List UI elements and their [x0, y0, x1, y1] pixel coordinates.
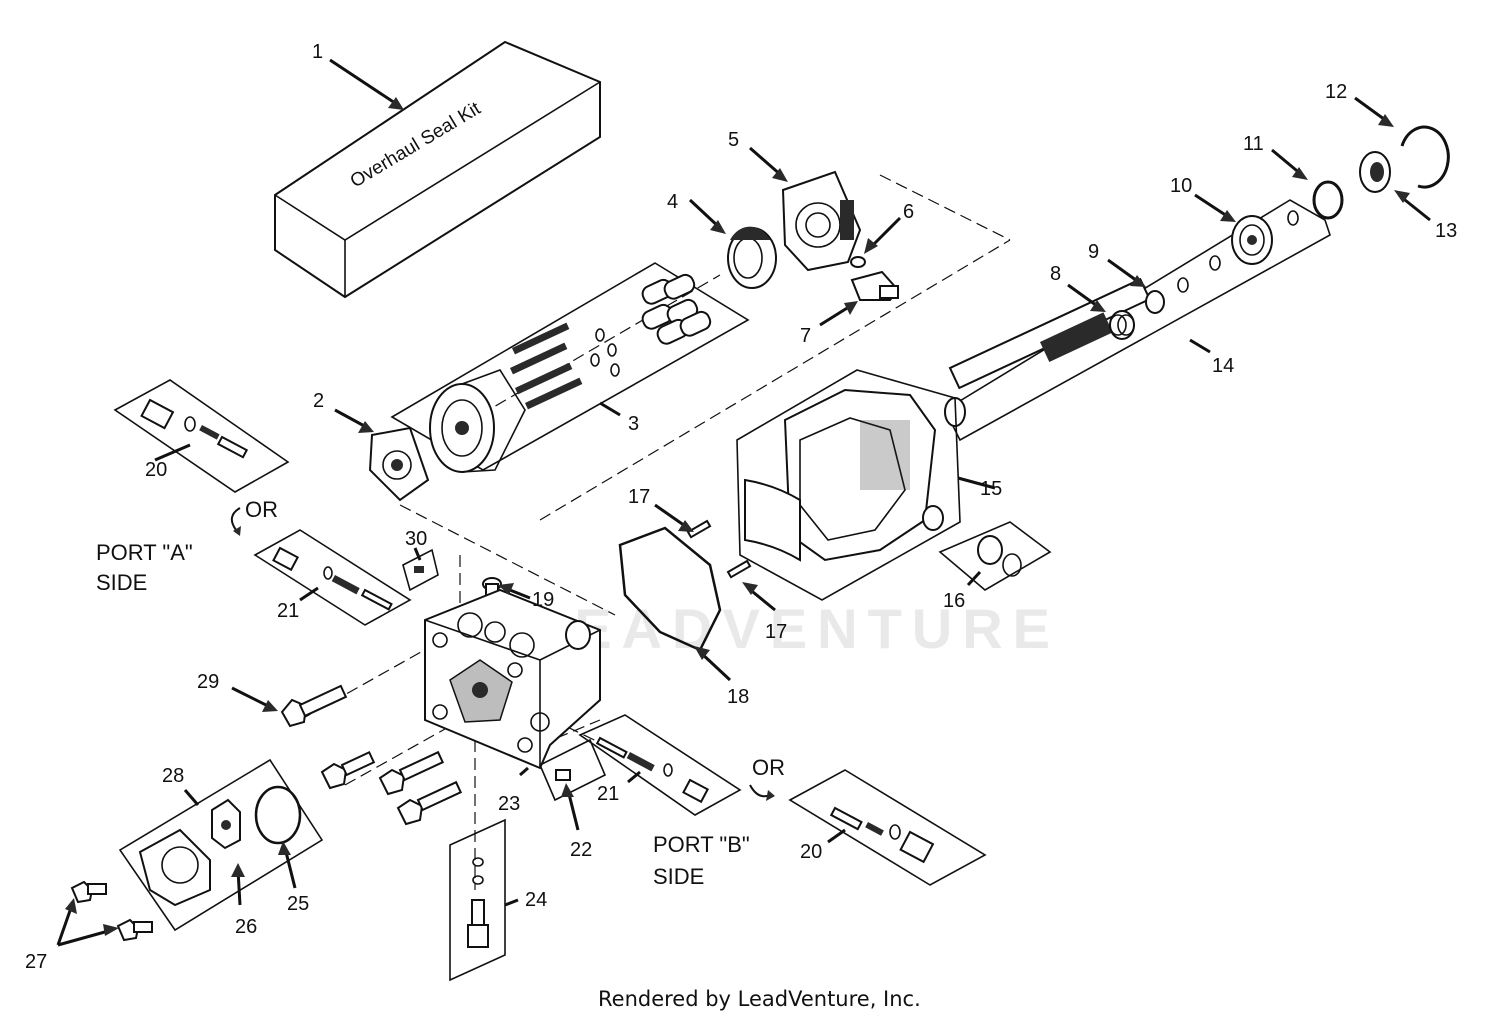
callout-17a[interactable]: 17 [628, 486, 650, 508]
callout-14[interactable]: 14 [1212, 355, 1234, 377]
bypass-valve-24[interactable] [449, 818, 506, 982]
callout-labels: 1 2 3 4 5 6 7 8 9 10 11 12 13 14 15 16 1… [25, 41, 1457, 973]
seal-kit-16[interactable] [938, 521, 1052, 591]
side-labels: OR PORT "A" SIDE OR PORT "B" SIDE [96, 497, 785, 889]
callout-30[interactable]: 30 [405, 528, 427, 550]
callout-18[interactable]: 18 [727, 686, 749, 708]
dowel-pins-17[interactable] [686, 519, 752, 579]
footer-credit: Rendered by LeadVenture, Inc. [598, 987, 921, 1011]
watermark: LEADVENTURE [530, 597, 1060, 660]
screws-27[interactable] [70, 880, 153, 942]
callout-21b[interactable]: 21 [597, 783, 619, 805]
bearing-4[interactable] [727, 226, 777, 289]
relief-valve-kit-21-port-b[interactable] [578, 714, 742, 816]
callout-21a[interactable]: 21 [277, 600, 299, 622]
callout-20b[interactable]: 20 [800, 841, 822, 863]
or-arrow-port-b [749, 784, 775, 801]
callout-13[interactable]: 13 [1435, 220, 1457, 242]
callout-2[interactable]: 2 [313, 390, 324, 412]
plug-30[interactable] [402, 548, 439, 592]
thrust-plate[interactable] [368, 426, 430, 502]
callout-4[interactable]: 4 [667, 191, 678, 213]
rotating-group-kit[interactable] [390, 262, 750, 473]
retaining-ring-12[interactable] [1400, 125, 1450, 189]
callout-5[interactable]: 5 [728, 129, 739, 151]
callout-25[interactable]: 25 [287, 893, 309, 915]
spring-8[interactable] [1109, 310, 1135, 340]
callout-12[interactable]: 12 [1325, 81, 1347, 103]
o-rings [1177, 210, 1299, 293]
callout-29[interactable]: 29 [197, 671, 219, 693]
check-valve-kit-20-port-b[interactable] [788, 769, 987, 886]
callout-6[interactable]: 6 [903, 201, 914, 223]
callout-1[interactable]: 1 [312, 41, 323, 63]
callout-28[interactable]: 28 [162, 765, 184, 787]
port-a-label-line1: PORT "A" [96, 540, 193, 565]
callout-19[interactable]: 19 [532, 589, 554, 611]
callout-17b[interactable]: 17 [765, 621, 787, 643]
ball-bearing-10[interactable] [1231, 215, 1273, 265]
or-label-port-a: OR [245, 497, 278, 522]
relief-valve-kit-21-port-a[interactable] [253, 529, 412, 626]
or-label-port-b: OR [752, 755, 785, 780]
callout-3[interactable]: 3 [628, 413, 639, 435]
o-ring-11[interactable] [1312, 180, 1344, 220]
callout-15[interactable]: 15 [980, 478, 1002, 500]
center-section-23[interactable] [424, 588, 601, 770]
swashplate[interactable] [781, 170, 862, 272]
callout-22[interactable]: 22 [570, 839, 592, 861]
callout-26[interactable]: 26 [235, 916, 257, 938]
seal-13[interactable] [1359, 151, 1391, 193]
callout-24[interactable]: 24 [525, 889, 547, 911]
housing-15[interactable] [736, 369, 961, 601]
check-valve-kit-20-port-a[interactable] [113, 379, 290, 493]
port-b-label-line1: PORT "B" [653, 832, 750, 857]
gasket-18[interactable] [618, 526, 722, 652]
callout-7[interactable]: 7 [800, 325, 811, 347]
bolt-29[interactable] [280, 684, 348, 728]
callout-16[interactable]: 16 [943, 590, 965, 612]
bolts-charge-pump[interactable] [320, 750, 463, 826]
or-arrow-port-a [230, 507, 241, 536]
charge-pump-cover-kit-28[interactable] [118, 758, 324, 932]
leader-arrows [56, 58, 1431, 947]
callout-27[interactable]: 27 [25, 951, 47, 973]
callout-20a[interactable]: 20 [145, 459, 167, 481]
callout-11[interactable]: 11 [1243, 133, 1264, 155]
callout-10[interactable]: 10 [1170, 175, 1192, 197]
callout-8[interactable]: 8 [1050, 263, 1061, 285]
callout-23[interactable]: 23 [498, 793, 520, 815]
port-a-label-line2: SIDE [96, 570, 147, 595]
fitting-22[interactable] [538, 738, 607, 802]
washer-9[interactable] [1145, 290, 1165, 314]
port-b-label-line2: SIDE [653, 864, 704, 889]
trunnion-shaft[interactable] [850, 256, 900, 301]
callout-9[interactable]: 9 [1088, 241, 1099, 263]
overhaul-seal-kit-box[interactable]: Overhaul Seal Kit [274, 40, 601, 299]
